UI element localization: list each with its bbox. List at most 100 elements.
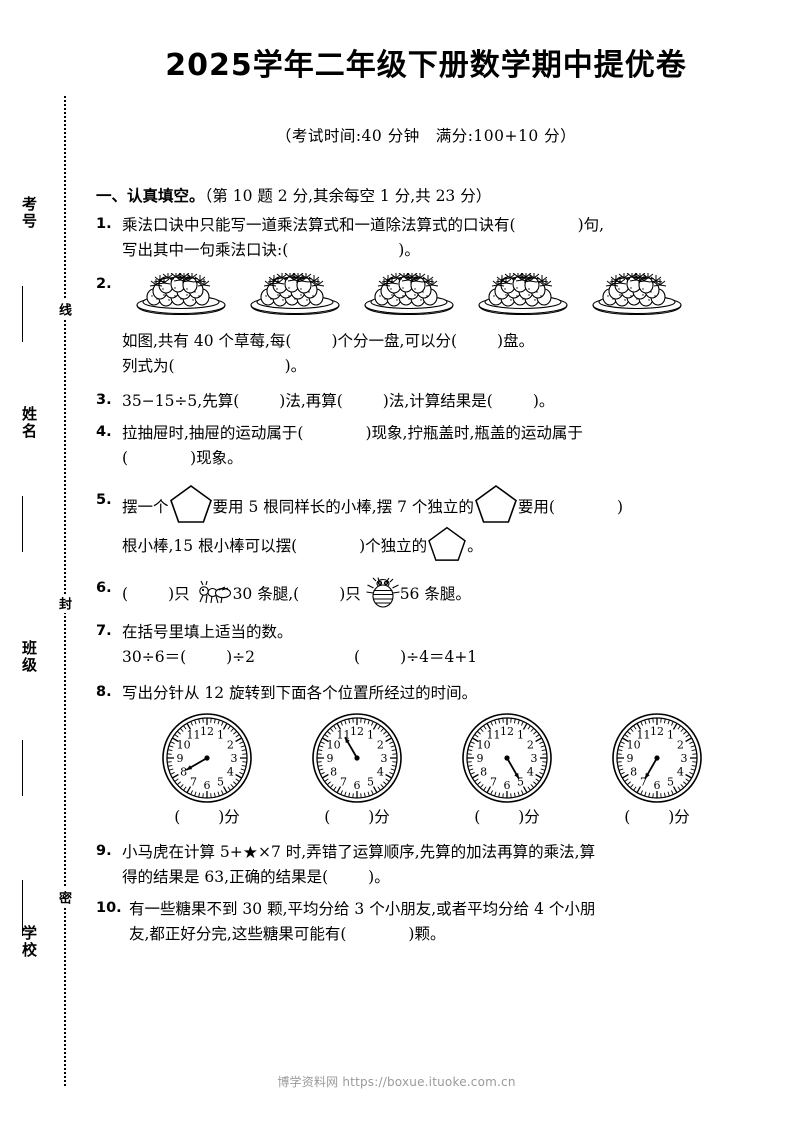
- question-9-line2-b: )。: [368, 868, 390, 887]
- question-7: 7. 在括号里填上适当的数。 30÷6＝()÷2()÷4＝4+1: [96, 620, 756, 670]
- svg-text:6: 6: [504, 779, 511, 792]
- question-2: 2. 如图,共有 40 个草莓,每()个分一盘,可以分()盘。 列式为()。: [96, 271, 756, 379]
- svg-text:7: 7: [340, 775, 347, 788]
- question-5-line1-c: 要用(: [517, 497, 555, 516]
- seal-char-secret: 密: [56, 888, 73, 907]
- clock-answer-blank[interactable]: ()分: [474, 808, 540, 827]
- question-5-line1-d: ): [616, 497, 623, 516]
- question-number: 8.: [96, 683, 112, 700]
- question-3-a: 35−15÷5,先算(: [122, 391, 240, 410]
- margin-divider-1: [22, 286, 23, 342]
- svg-text:9: 9: [177, 752, 184, 765]
- question-number: 4.: [96, 423, 112, 440]
- svg-text:8: 8: [330, 766, 337, 779]
- question-5-line1-a: 摆一个: [122, 497, 169, 516]
- question-3-c: )法,计算结果是(: [382, 391, 493, 410]
- question-5-line2-b: )个独立的: [359, 537, 428, 556]
- pentagon-icon: [169, 483, 213, 523]
- section-heading-fill-in-blanks: 一、认真填空。（第 10 题 2 分,其余每空 1 分,共 23 分）: [96, 184, 756, 206]
- question-9: 9. 小马虎在计算 5+★×7 时,弄错了运算顺序,先算的加法再算的乘法,算 得…: [96, 840, 756, 890]
- section-scoring: （第 10 题 2 分,其余每空 1 分,共 23 分）: [204, 187, 492, 205]
- margin-divider-3: [22, 740, 23, 796]
- question-2-line1-a: 如图,共有 40 个草莓,每(: [122, 332, 292, 351]
- margin-label-name: 姓名: [20, 406, 38, 440]
- svg-text:12: 12: [350, 725, 364, 738]
- question-1-line2-a: 写出其中一句乘法口诀:(: [122, 241, 289, 260]
- exam-paper-body: 2025学年二年级下册数学期中提优卷 （考试时间:40 分钟 满分:100+10…: [96, 0, 756, 948]
- section-name: 认真填空。: [127, 187, 205, 205]
- pentagon-icon: [427, 525, 467, 562]
- svg-text:4: 4: [527, 766, 534, 779]
- svg-text:11: 11: [187, 729, 201, 742]
- svg-text:10: 10: [477, 739, 491, 752]
- margin-label-school: 学校: [20, 925, 38, 959]
- strawberry-plate: [130, 271, 232, 323]
- question-10-line2-a: 友,都正好分完,这些糖果可能有(: [129, 925, 347, 944]
- svg-text:9: 9: [627, 752, 634, 765]
- margin-divider-4: [22, 880, 23, 936]
- svg-text:3: 3: [531, 752, 538, 765]
- svg-text:3: 3: [231, 752, 238, 765]
- question-2-line1-c: )盘。: [497, 332, 535, 351]
- svg-text:9: 9: [327, 752, 334, 765]
- svg-text:2: 2: [377, 739, 384, 752]
- question-7-instruction: 在括号里填上适当的数。: [122, 622, 293, 641]
- question-4-line2-b: )现象。: [190, 448, 243, 467]
- question-6-a: (: [122, 584, 129, 603]
- question-number: 7.: [96, 622, 112, 639]
- seal-char-seal: 封: [56, 594, 73, 613]
- question-4-line1-b: )现象,拧瓶盖时,瓶盖的运动属于: [365, 423, 583, 442]
- svg-text:10: 10: [627, 739, 641, 752]
- question-number: 3.: [96, 391, 112, 408]
- clock-answer-blank[interactable]: ()分: [324, 808, 390, 827]
- footer-watermark: 博学资料网 https://boxue.ituoke.com.cn: [277, 1075, 516, 1089]
- svg-text:2: 2: [677, 739, 684, 752]
- question-10-line2-b: )颗。: [408, 925, 446, 944]
- svg-text:10: 10: [177, 739, 191, 752]
- svg-text:12: 12: [200, 725, 214, 738]
- question-5: 5. 摆一个 要用 5 根同样长的小棒,摆 7 个独立的 要用() 根小棒,15…: [96, 483, 756, 565]
- svg-text:4: 4: [377, 766, 384, 779]
- strawberry-plates-illustration: [130, 271, 756, 323]
- question-9-line1-b: ×7 时,弄错了运算顺序,先算的加法再算的乘法,算: [258, 843, 596, 862]
- question-number: 5.: [96, 491, 112, 508]
- clock-answer-blank[interactable]: ()分: [624, 808, 690, 827]
- svg-text:9: 9: [477, 752, 484, 765]
- svg-text:8: 8: [180, 766, 187, 779]
- question-1: 1. 乘法口诀中只能写一道乘法算式和一道除法算式的口诀有()句, 写出其中一句乘…: [96, 213, 756, 263]
- svg-text:7: 7: [190, 775, 197, 788]
- strawberry-plate: [472, 271, 574, 323]
- question-9-line2-a: 得的结果是 63,正确的结果是(: [122, 868, 329, 887]
- question-2-line2-a: 列式为(: [122, 357, 175, 376]
- svg-text:6: 6: [354, 779, 361, 792]
- clock-answer-blank[interactable]: ()分: [174, 808, 240, 827]
- question-3-d: )。: [532, 391, 555, 410]
- ant-icon: [195, 580, 233, 606]
- question-6: 6. ()只 30 条腿,()只: [96, 577, 756, 609]
- question-2-line1-b: )个分一盘,可以分(: [331, 332, 458, 351]
- question-number: 1.: [96, 216, 112, 232]
- left-margin-column: 考号 姓名 班级 学校: [0, 0, 64, 1122]
- svg-text:11: 11: [637, 729, 651, 742]
- margin-label-exam-number: 考号: [20, 196, 38, 230]
- strawberry-plate: [586, 271, 688, 323]
- svg-text:7: 7: [640, 775, 647, 788]
- question-4-line2-a: (: [122, 448, 129, 467]
- svg-text:10: 10: [327, 739, 341, 752]
- exam-meta-subtitle: （考试时间:40 分钟 满分:100+10 分）: [275, 127, 577, 145]
- pentagon-icon: [474, 483, 518, 523]
- svg-text:2: 2: [227, 739, 234, 752]
- question-7-equation-2: ()÷4＝4+1: [354, 648, 477, 666]
- svg-text:6: 6: [654, 779, 661, 792]
- svg-text:1: 1: [367, 729, 374, 742]
- question-10: 10. 有一些糖果不到 30 颗,平均分给 3 个小朋友,或者平均分给 4 个小…: [96, 897, 756, 947]
- question-5-line2-c: 。: [467, 537, 483, 556]
- question-9-line1-a: 小马虎在计算 5+: [122, 843, 243, 862]
- question-number: 6.: [96, 579, 112, 596]
- question-6-c: 30 条腿,(: [232, 584, 300, 603]
